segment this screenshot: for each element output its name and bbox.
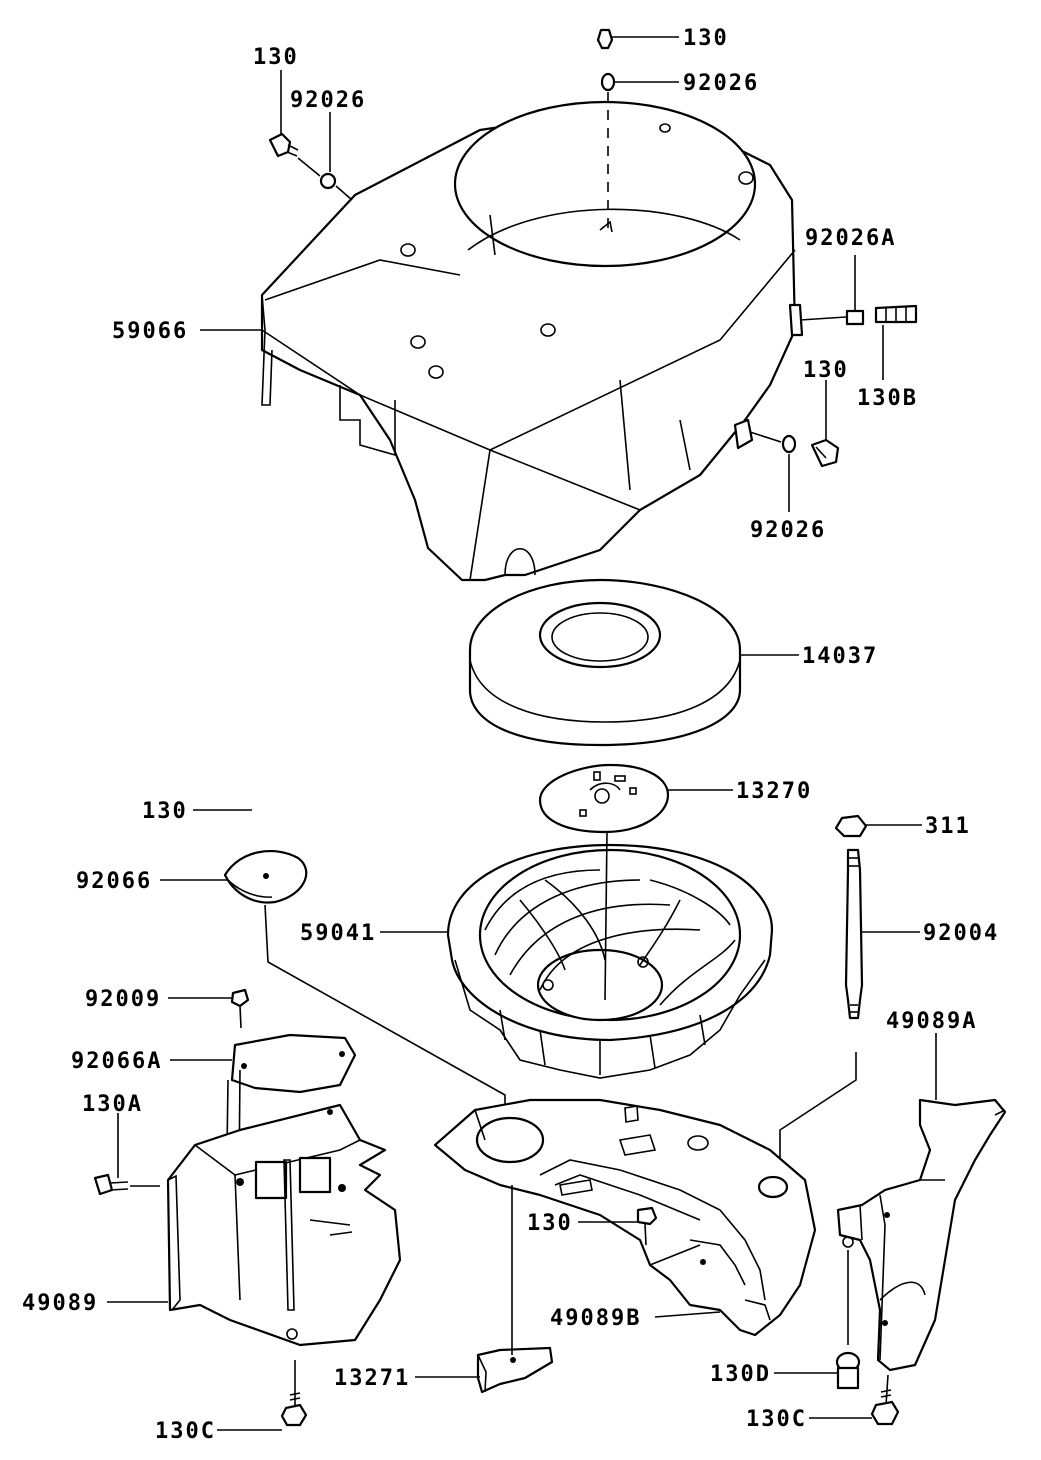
plate-92066A [230,1033,357,1094]
shield-92066 [223,850,308,904]
label-130C-left: 130C [155,1419,216,1444]
bolt-130-low [636,1206,658,1246]
bolt-130A [93,1173,129,1196]
label-130A: 130A [82,1092,143,1117]
label-92066: 92066 [76,869,152,894]
nut-311 [834,814,868,838]
label-13270: 13270 [736,779,812,804]
baffle-49089B [433,1098,817,1337]
collar-92026A [845,309,865,326]
label-49089B: 49089B [550,1306,641,1331]
screen-14037 [468,578,742,747]
label-92026-right: 92026 [750,518,826,543]
label-130-right: 130 [803,358,849,383]
bolt-130-top-left [268,132,299,158]
screw-92009 [230,988,250,1029]
label-13271: 13271 [334,1366,410,1391]
bolt-130D [835,1250,861,1390]
label-92026-top: 92026 [683,71,759,96]
label-49089A: 49089A [886,1009,977,1034]
label-92026-top-left: 92026 [290,88,366,113]
label-130C-right: 130C [746,1407,807,1432]
cover-49089A [836,1098,1007,1372]
bolt-130C-left [280,1360,308,1427]
bolt-130B [874,304,918,324]
plate-13270 [538,763,670,834]
bracket-13271 [476,1185,554,1394]
collar-92026-top-left [319,172,337,190]
label-311: 311 [925,814,971,839]
collar-92026-right [781,434,797,454]
cover-49089 [166,1103,402,1347]
label-130-mid: 130 [142,799,188,824]
stud-92004 [844,848,864,1020]
label-130B: 130B [857,386,918,411]
bolt-130C-right [870,1374,900,1426]
bolt-130-top [596,28,614,50]
label-130-top: 130 [683,26,729,51]
collar-92026-top [600,72,616,92]
label-130-top-left: 130 [253,45,299,70]
label-59066: 59066 [112,319,188,344]
bolt-130-right [810,438,840,468]
flywheel-59041 [446,843,774,1079]
blower-housing-59066 [260,100,804,582]
label-92026A: 92026A [805,226,896,251]
label-92009: 92009 [85,987,161,1012]
label-130D: 130D [710,1362,771,1387]
label-130-low: 130 [527,1211,573,1236]
label-49089: 49089 [22,1291,98,1316]
label-92004: 92004 [923,921,999,946]
label-59041: 59041 [300,921,376,946]
label-14037: 14037 [802,644,878,669]
label-92066A: 92066A [71,1049,162,1074]
